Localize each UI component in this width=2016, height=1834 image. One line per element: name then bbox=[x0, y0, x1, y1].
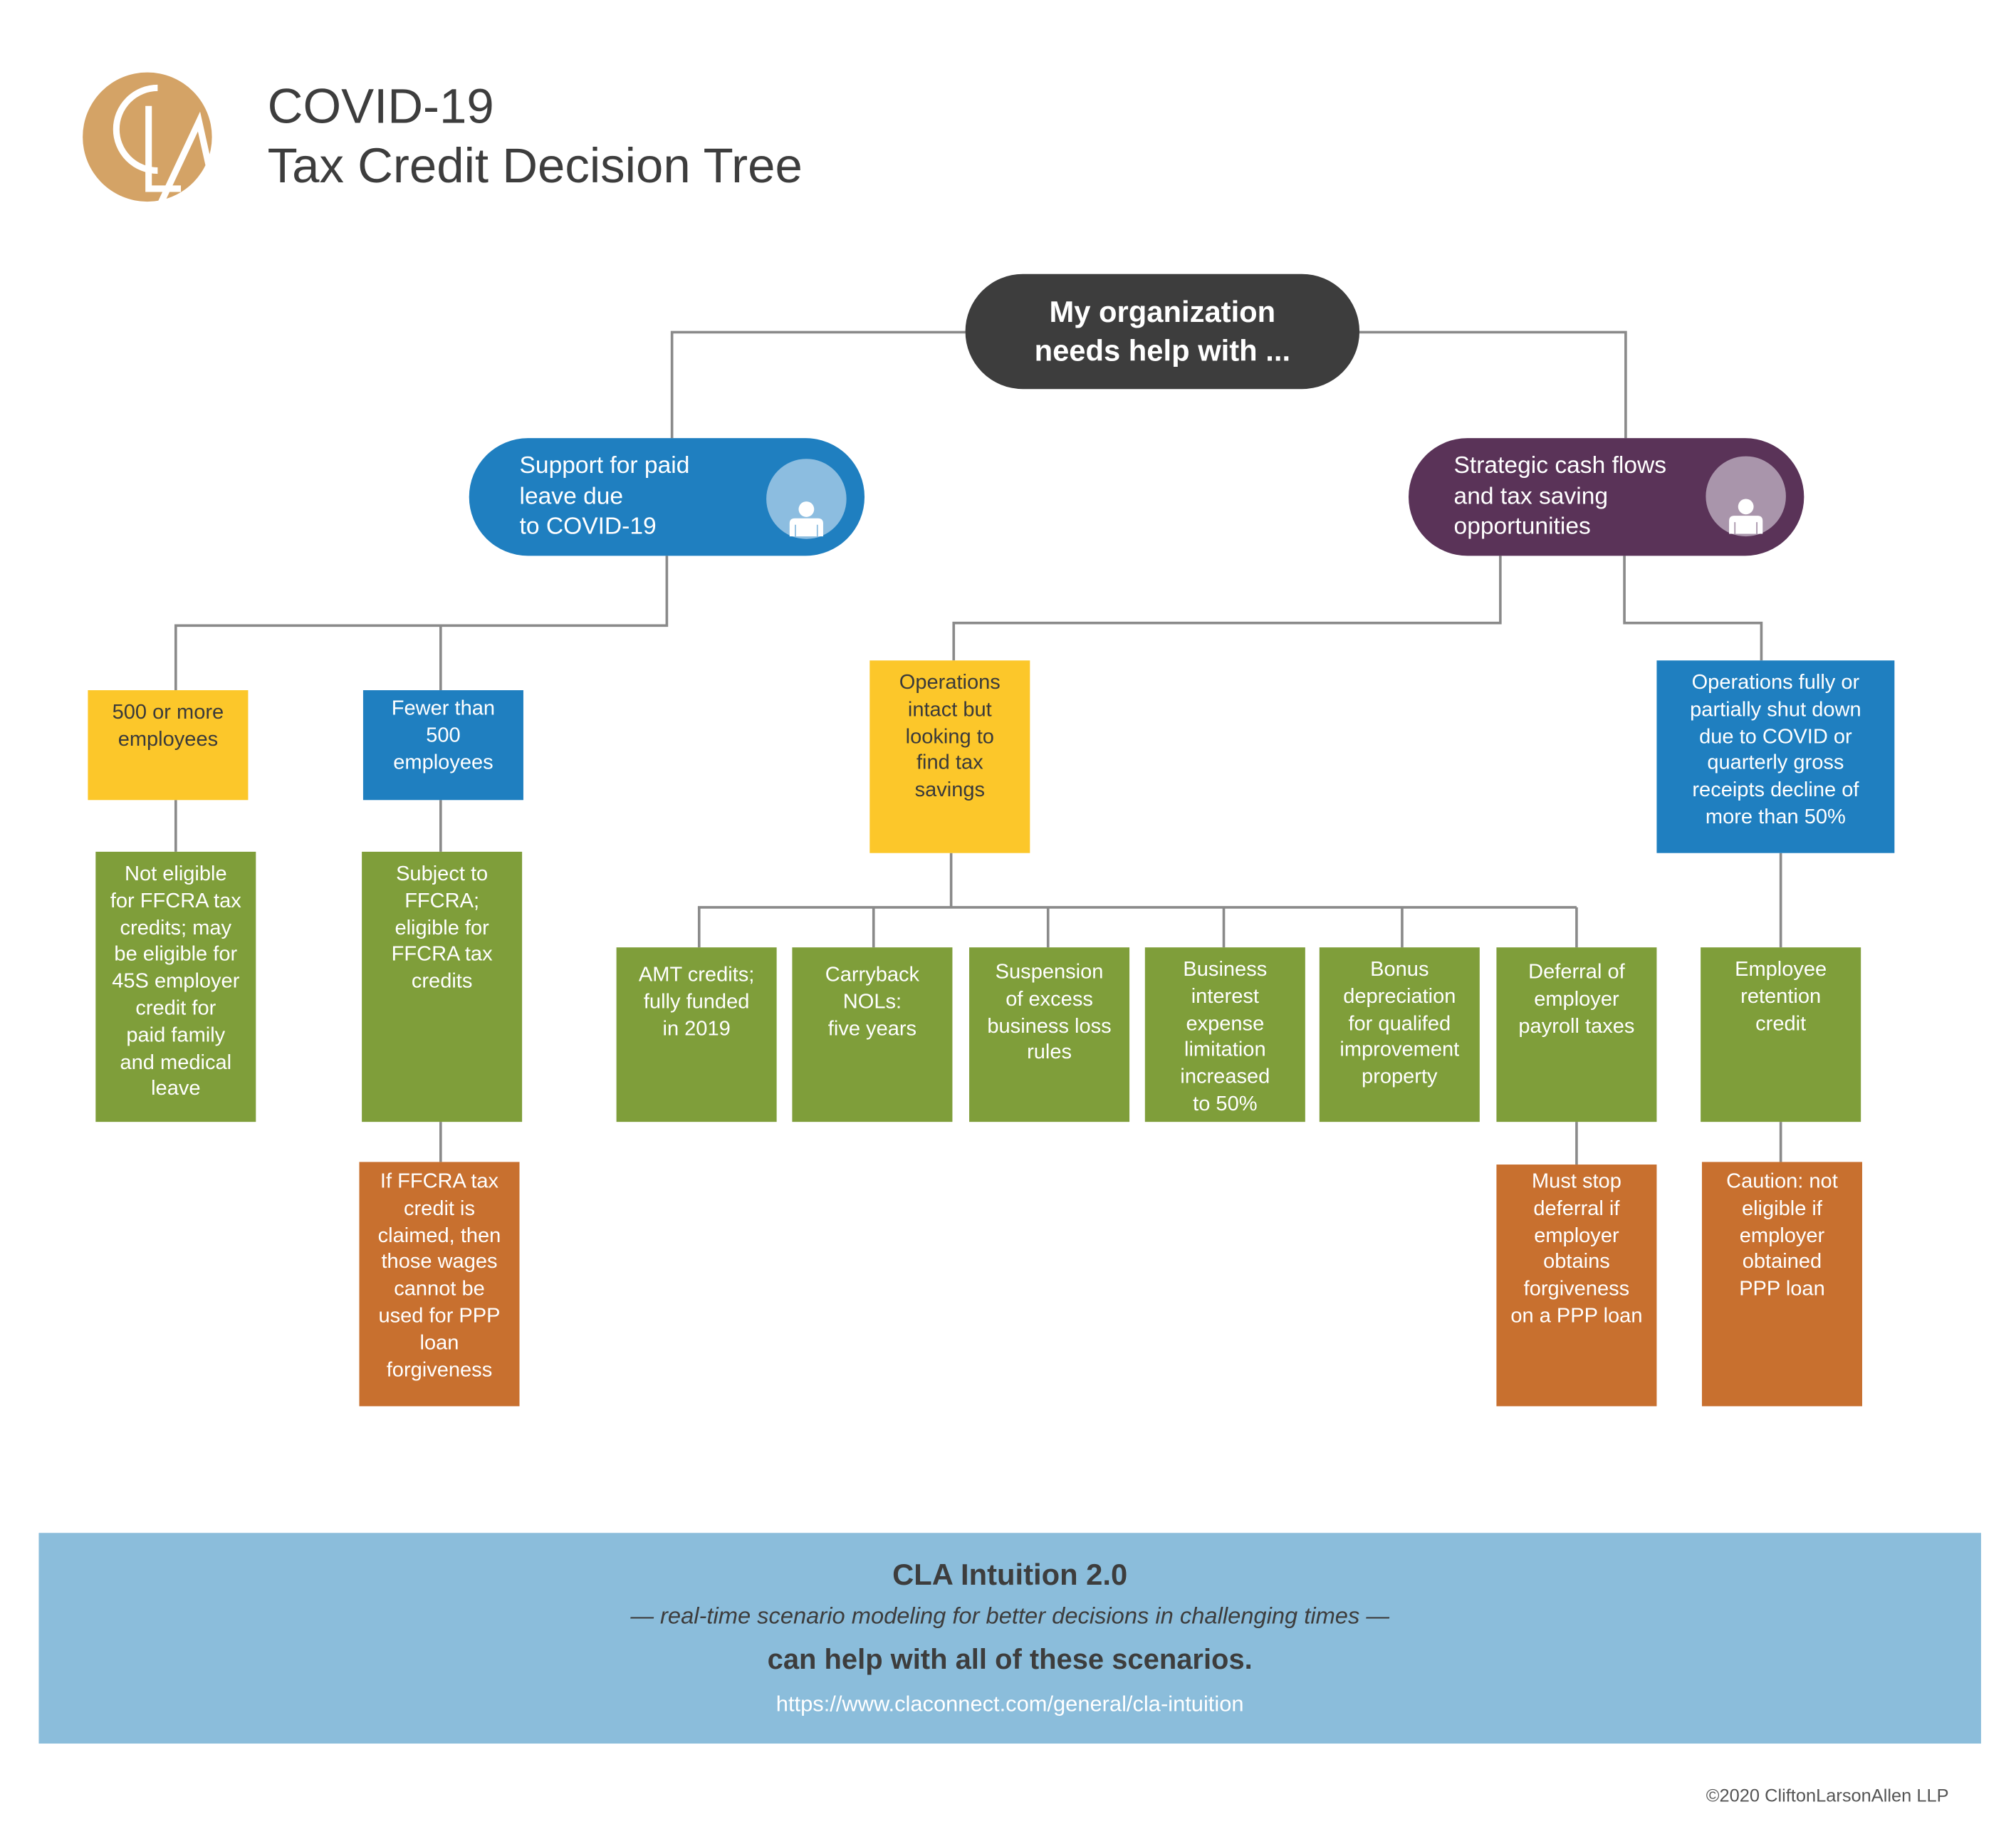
footer-callout: can help with all of these scenarios. bbox=[767, 1642, 1253, 1675]
branch-label: Strategic cash flows and tax saving oppo… bbox=[1453, 451, 1667, 539]
node-fewer-than-500: Fewer than 500 employees bbox=[362, 690, 523, 801]
title-line-2: Tax Credit Decision Tree bbox=[267, 139, 803, 194]
node-payroll-deferral: Deferral of employer payroll taxes bbox=[1496, 947, 1657, 1122]
node-retention-caution: Caution: not eligible if employer obtain… bbox=[1701, 1162, 1862, 1407]
node-not-eligible: Not eligible for FFCRA tax credits; may … bbox=[95, 851, 256, 1122]
branch-cash-flows: Strategic cash flows and tax saving oppo… bbox=[1409, 438, 1805, 556]
footer-tagline: — real-time scenario modeling for better… bbox=[630, 1603, 1390, 1629]
node-operations-intact: Operations intact but looking to find ta… bbox=[869, 660, 1030, 853]
copyright: ©2020 CliftonLarsonAllen LLP bbox=[1706, 1785, 1949, 1806]
node-ffcra-caution: If FFCRA tax credit is claimed, then tho… bbox=[359, 1162, 520, 1407]
footer-url-link[interactable]: https://www.claconnect.com/general/cla-i… bbox=[775, 1692, 1244, 1716]
node-retention-credit: Employee retention credit bbox=[1701, 947, 1861, 1122]
node-500-or-more: 500 or more employees bbox=[88, 690, 249, 801]
person-icon bbox=[766, 459, 847, 539]
cla-logo bbox=[83, 72, 217, 206]
title-line-1: COVID-19 bbox=[267, 80, 494, 135]
node-bonus-depreciation: Bonus depreciation for qualifed improvem… bbox=[1319, 947, 1480, 1122]
node-amt-credits: AMT credits; fully funded in 2019 bbox=[616, 947, 777, 1122]
person-icon bbox=[1706, 456, 1786, 537]
node-deferral-caution: Must stop deferral if employer obtains f… bbox=[1496, 1165, 1657, 1407]
root-node: My organization needs help with ... bbox=[965, 273, 1360, 390]
node-carryback-nols: Carryback NOLs: five years bbox=[792, 947, 953, 1122]
branch-label: Support for paid leave due to COVID-19 bbox=[519, 451, 690, 539]
footer-heading: CLA Intuition 2.0 bbox=[892, 1557, 1128, 1591]
node-operations-shut-down: Operations fully or partially shut down … bbox=[1656, 660, 1895, 853]
node-subject-ffcra: Subject to FFCRA; eligible for FFCRA tax… bbox=[362, 851, 523, 1122]
footer-banner: CLA Intuition 2.0 — real-time scenario m… bbox=[38, 1533, 1981, 1744]
node-business-interest: Business interest expense limitation inc… bbox=[1144, 947, 1305, 1122]
node-excess-business-loss: Suspension of excess business loss rules bbox=[969, 947, 1130, 1122]
branch-paid-leave: Support for paid leave due to COVID-19 bbox=[469, 438, 865, 556]
